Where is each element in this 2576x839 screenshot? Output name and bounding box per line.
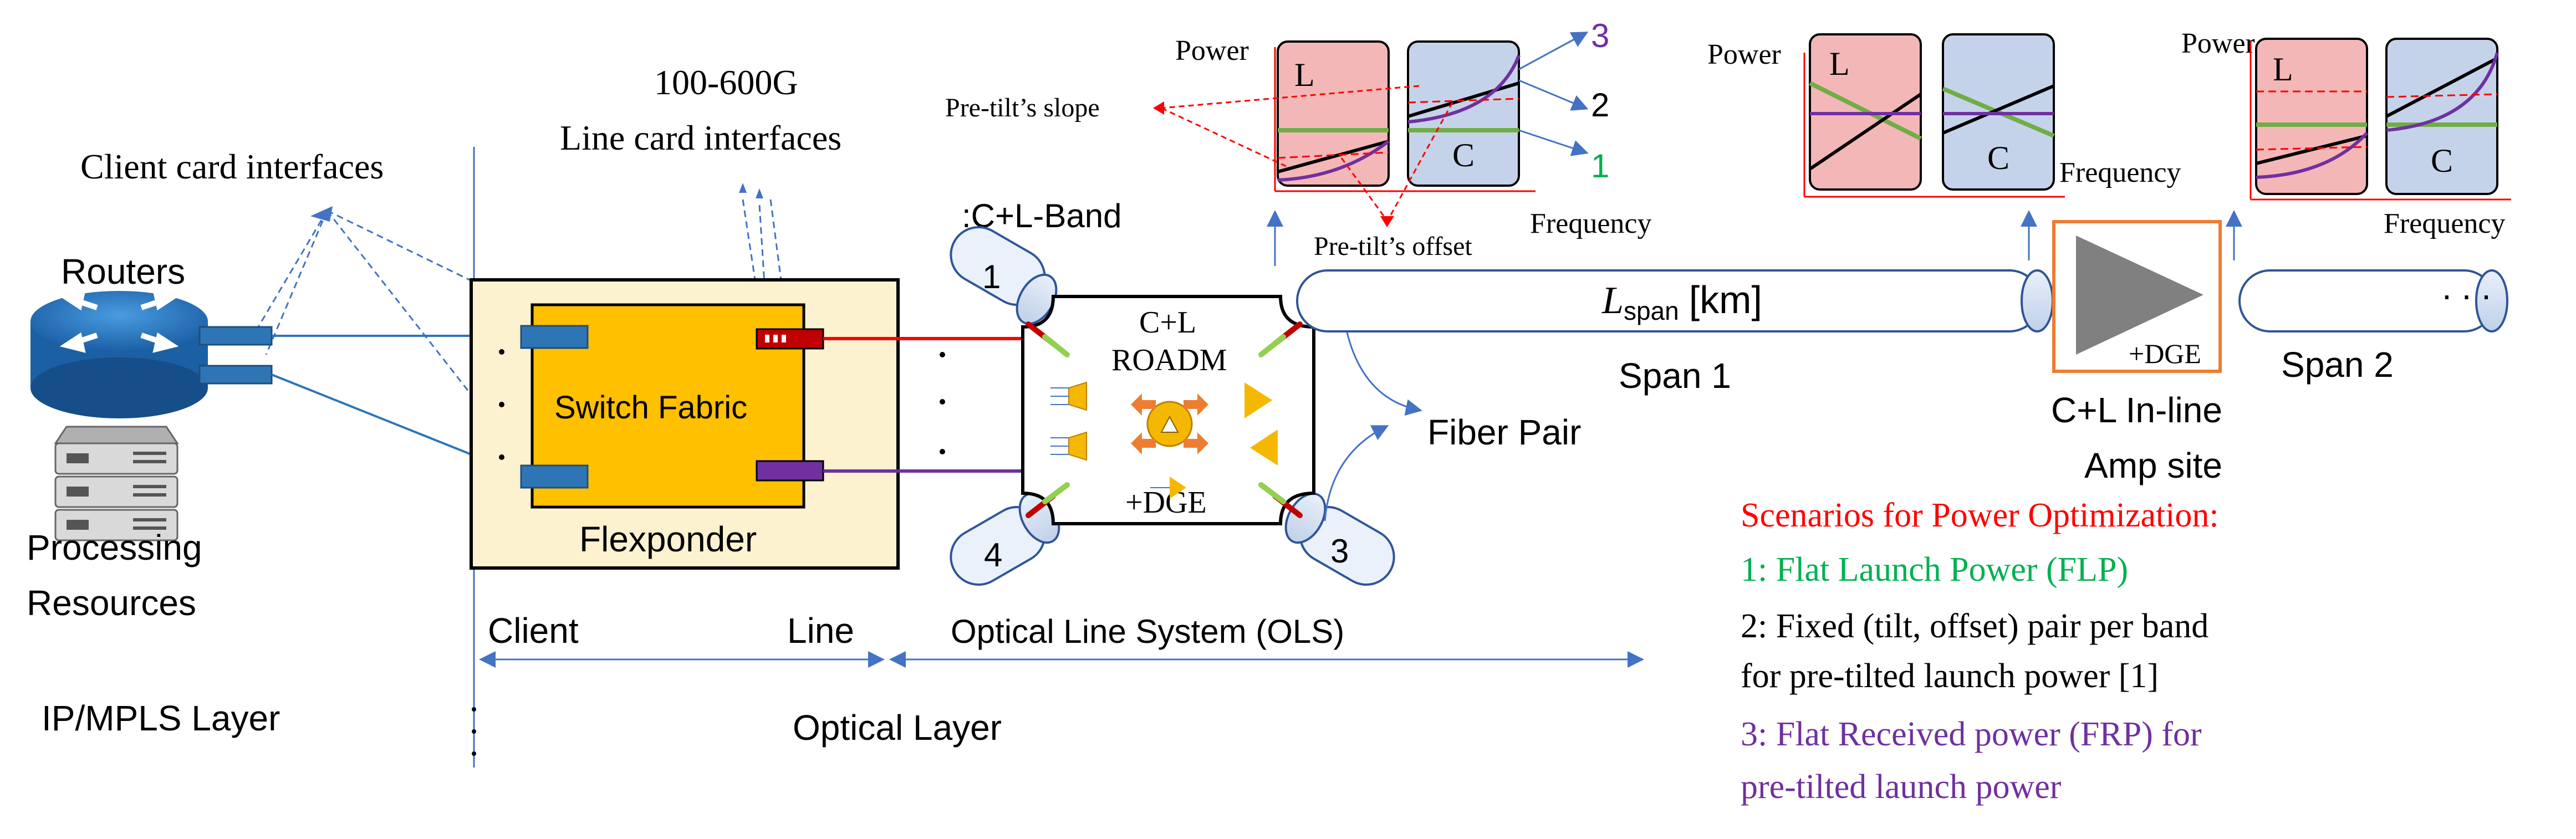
spectrum-plot-2: Power L C Frequency: [1707, 33, 2181, 260]
client-card-pointer: [310, 206, 333, 222]
roadm-label-line1: C+L: [1139, 305, 1196, 340]
curve-1-label: 1: [1591, 147, 1609, 185]
inline-amp-label-line2: Amp site: [2084, 446, 2222, 485]
roadm-amp-icon-2: [1250, 429, 1278, 465]
inline-amp-label-line1: C+L In-line: [2051, 390, 2222, 430]
pretilt-slope-leaders: [1161, 85, 1420, 167]
ip-mpls-layer-label: IP/MPLS Layer: [42, 698, 280, 738]
spectrum-plot-3: Power L C Frequency: [2181, 28, 2511, 260]
roadm-amp-icon-3: [1170, 477, 1186, 499]
optical-layer-dotted: [472, 707, 476, 756]
line-card-pointer-2: [756, 188, 763, 198]
scenario-2-line2: for pre-tilted launch power [1]: [1741, 657, 2159, 695]
continuation-dots: . . .: [2442, 267, 2491, 307]
spectrum-1-frequency-label: Frequency: [1530, 208, 1651, 239]
pretilt-slope-label: Pre-tilt’s slope: [945, 93, 1100, 122]
scenarios-legend: Scenarios for Power Optimization: 1: Fla…: [1741, 497, 2219, 806]
spectrum-1-power-label: Power: [1175, 35, 1249, 66]
spectrum-3-power-label: Power: [2181, 28, 2255, 59]
wss-icon-left-1: [1068, 381, 1087, 411]
links-dots: [940, 352, 945, 454]
roadm-label-line2: ROADM: [1111, 343, 1227, 377]
processing-label-line1: Processing: [27, 528, 202, 567]
ols-label: Optical Line System (OLS): [951, 613, 1344, 650]
span-2-fiber: [2238, 269, 2508, 332]
router-port-2: [198, 365, 273, 385]
degree-3-label: 3: [1330, 533, 1349, 570]
client-label: Client: [488, 611, 579, 651]
span-2-label: Span 2: [2281, 345, 2394, 385]
amplifier-icon: [2076, 236, 2203, 355]
span-1-length-label: Lspan[km]: [1601, 278, 1762, 325]
fiber-pair-label: Fiber Pair: [1427, 412, 1581, 452]
span-1-fiber: [1296, 269, 2054, 332]
degree-4-label: 4: [984, 536, 1002, 574]
line-port-purple: [756, 460, 824, 482]
fiber-pair-curve-2: [1324, 425, 1389, 521]
wss-port-lines: [1050, 387, 1069, 455]
spectrum-1-c-band: [1407, 40, 1520, 187]
line-card-label-line2: Line card interfaces: [560, 118, 841, 157]
server-icon: [54, 426, 179, 541]
spectrum-2-power-label: Power: [1707, 39, 1781, 70]
spectrum-2-l-label: L: [1829, 45, 1850, 82]
line-port-detail: [765, 335, 786, 342]
fiber-pair-curve-1: [1346, 332, 1422, 416]
roadm-port-arrows: [1026, 321, 1303, 518]
switch-fabric-label: Switch Fabric: [554, 390, 747, 426]
spectrum-1-c-label: C: [1452, 137, 1475, 173]
pretilt-offset-arrowhead: [1380, 216, 1394, 227]
spectrum-3-l-label: L: [2273, 51, 2293, 88]
line-card-label-line1: 100-600G: [654, 63, 798, 102]
curve-2-label: 2: [1591, 86, 1609, 124]
client-card-interfaces-label: Client card interfaces: [80, 147, 384, 186]
degree-1-label: 1: [982, 258, 1001, 295]
processing-label-line2: Resources: [27, 583, 196, 623]
svg-text:Lspan[km]: Lspan[km]: [1601, 278, 1762, 325]
scenario-1: 1: Flat Launch Power (FLP): [1741, 551, 2128, 589]
router-port-1: [198, 326, 273, 346]
optical-layer-label: Optical Layer: [793, 708, 1002, 748]
wss-icon-left-2: [1068, 431, 1087, 461]
scenarios-title: Scenarios for Power Optimization:: [1741, 497, 2219, 534]
pretilt-slope-arrowhead: [1153, 101, 1164, 115]
pretilt-offset-leaders: [1340, 102, 1453, 219]
roadm-amp-icon-1: [1244, 382, 1272, 418]
scenario-3-line2: pre-tilted launch power: [1741, 768, 2062, 806]
client-port-1: [520, 325, 589, 349]
flexponder-label: Flexponder: [579, 519, 757, 559]
scenario-2-line1: 2: Fixed (tilt, offset) pair per band: [1741, 607, 2208, 645]
degree-1-fiber: [950, 226, 1058, 325]
span-1-label: Span 1: [1619, 356, 1731, 396]
client-port-2: [520, 464, 589, 489]
spectrum-3-c-label: C: [2431, 142, 2453, 179]
spectrum-1-l-label: L: [1294, 57, 1315, 93]
roadm-switch-icon: [1131, 393, 1208, 454]
curve-3-label: 3: [1591, 17, 1609, 54]
roadm-dge-label: +DGE: [1125, 485, 1207, 520]
line-label: Line: [787, 611, 854, 651]
line-card-pointer-1: [739, 183, 747, 193]
spectrum-3-frequency-label: Frequency: [2384, 208, 2505, 239]
routers-label: Routers: [61, 252, 185, 291]
router-icon: [30, 290, 208, 418]
pretilt-offset-label: Pre-tilt’s offset: [1314, 232, 1472, 261]
spectrum-2-c-label: C: [1987, 140, 2009, 176]
spectrum-plot-1: Power L C Frequency 3 2 1: [1175, 17, 1651, 266]
amp-dge-label: +DGE: [2129, 338, 2201, 369]
spectrum-2-frequency-label: Frequency: [2059, 157, 2181, 188]
flexponder-dots: [499, 349, 504, 460]
scenario-3-line1: 3: Flat Received power (FRP) for: [1741, 715, 2202, 753]
